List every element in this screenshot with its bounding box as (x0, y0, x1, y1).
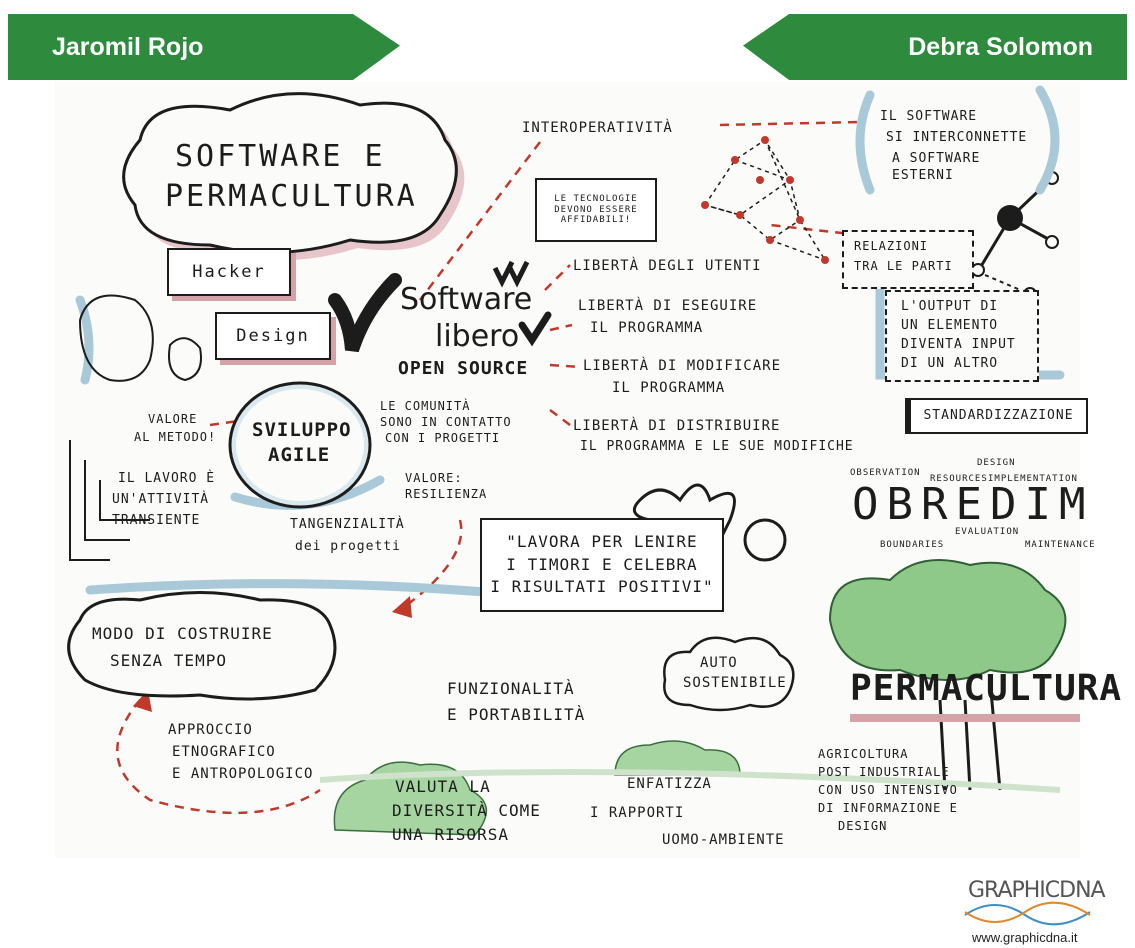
freedom-run-line2: il programma (590, 320, 704, 336)
approach-line: etnografico (172, 744, 276, 760)
timeless-line: senza tempo (110, 651, 227, 670)
software-libero-line2: libero (435, 319, 520, 354)
design-box: Design (215, 312, 331, 360)
diversity-line: diversità come (392, 801, 541, 820)
diversity-line: una risorsa (392, 825, 509, 844)
agile-line2: Agile (268, 444, 331, 466)
standardization-label: Standardizzazione (923, 407, 1074, 423)
value-resilience-line: resilienza (405, 487, 488, 501)
freedom-modify-line1: Libertà di modificare (583, 358, 782, 374)
obredim-word: OBREDIM (852, 479, 1094, 530)
work-transient-line: un'attività (112, 492, 210, 507)
output-line: diventa input (901, 337, 1016, 352)
approach-line: Approccio (168, 722, 253, 738)
functionality-line: Funzionalità (447, 679, 575, 698)
speech-bubble: Le tecnologie devono essere affidabili! (535, 178, 657, 242)
value-method-line: al metodo! (134, 430, 217, 444)
title-line1: Software e (175, 139, 386, 174)
freedom-users: Libertà degli utenti (573, 258, 762, 274)
relations-line: tra le parti (854, 259, 953, 273)
diversity-line: Valuta la (395, 777, 491, 796)
bubble-line: affidabili! (560, 215, 632, 226)
speaker-banner-left: Jaromil Rojo (8, 14, 400, 80)
obredim-maintenance: Maintenance (1025, 540, 1096, 550)
approach-line: e antropologico (172, 766, 314, 782)
tangential-line: dei progetti (295, 539, 401, 554)
quote-line: i risultati positivi" (490, 577, 714, 597)
emphasis-line: Enfatizza (627, 776, 712, 792)
design-label: Design (236, 326, 310, 346)
standardization-box: Standardizzazione (905, 398, 1088, 434)
emphasis-line: uomo-ambiente (662, 832, 785, 848)
obredim-design: Design (977, 458, 1016, 468)
timeless-line: Modo di costruire (92, 624, 273, 643)
freedom-distribute-line2: il programma e le sue modifiche (580, 439, 854, 454)
value-method-line: Valore (148, 412, 198, 426)
work-transient-line: Il lavoro è (118, 471, 216, 486)
output-box: L'output di un elemento diventa input di… (885, 290, 1039, 382)
obredim-implementation: Implementation (988, 474, 1078, 484)
obredim-observation: Observation (850, 468, 921, 478)
obredim-resources: Resources (930, 474, 988, 484)
software-libero-line1: Software (400, 282, 533, 317)
quote-box: "Lavora per lenire i timori e celebra i … (480, 518, 724, 612)
bubble-line: devono essere (554, 204, 638, 215)
auto-sustainable-line: Auto (700, 655, 738, 671)
graphicdna-url[interactable]: www.graphicdna.it (972, 930, 1078, 945)
interconnect-line: si interconnette (886, 129, 1028, 145)
tangential-line: Tangenzialità (290, 517, 405, 532)
quote-line: "Lavora per lenire (506, 532, 698, 552)
permacultura-heading: Permacultura (850, 668, 1123, 709)
agile-line1: Sviluppo (252, 419, 352, 441)
community-line: sono in contatto (380, 415, 512, 429)
functionality-line: e portabilità (447, 705, 586, 724)
quote-line: i timori e celebra (506, 554, 698, 574)
freedom-modify-line2: il programma (612, 380, 726, 396)
output-line: L'output di (901, 299, 999, 314)
output-line: un elemento (901, 318, 999, 333)
graphicdna-logo: GRAPHICDNA (968, 878, 1106, 903)
open-source-label: Open Source (398, 358, 529, 379)
speaker-banner-right: Debra Solomon (743, 14, 1127, 80)
agriculture-line: di informazione e (818, 801, 958, 815)
agriculture-line: post industriale (818, 765, 950, 779)
interconnect-line: a software (892, 150, 981, 166)
value-resilience-line: Valore: (405, 471, 463, 485)
speaker-name-right: Debra Solomon (908, 32, 1093, 61)
output-line: di un altro (901, 356, 999, 371)
agriculture-line: design (838, 819, 888, 833)
hacker-box: Hacker (167, 248, 291, 296)
obredim-boundaries: Boundaries (880, 540, 945, 550)
freedom-distribute-line1: Libertà di distribuire (573, 418, 781, 434)
software-interconnects: Il software si interconnette a software … (880, 109, 1028, 184)
speaker-name-left: Jaromil Rojo (52, 32, 204, 61)
interconnect-line: Il software (880, 109, 978, 124)
interop-text: Interoperatività (522, 120, 673, 136)
emphasis-line: i rapporti (590, 805, 685, 821)
bubble-line: Le tecnologie (554, 194, 638, 205)
community-line: con i progetti (385, 431, 501, 445)
hacker-label: Hacker (192, 262, 266, 282)
agriculture-line: con uso intensivo (818, 783, 958, 797)
relations-box: Relazioni tra le parti (842, 230, 974, 289)
title-line2: Permacultura (165, 179, 418, 214)
interconnect-line: esterni (892, 167, 954, 183)
freedom-run-line1: Libertà di eseguire (578, 298, 758, 314)
relations-line: Relazioni (854, 239, 929, 253)
auto-sustainable-line: sostenibile (683, 675, 787, 691)
community-line: Le comunità (380, 399, 471, 413)
work-transient-line: transiente (112, 513, 201, 528)
obredim-evaluation: Evaluation (955, 527, 1020, 537)
agriculture-line: Agricoltura (818, 747, 909, 761)
